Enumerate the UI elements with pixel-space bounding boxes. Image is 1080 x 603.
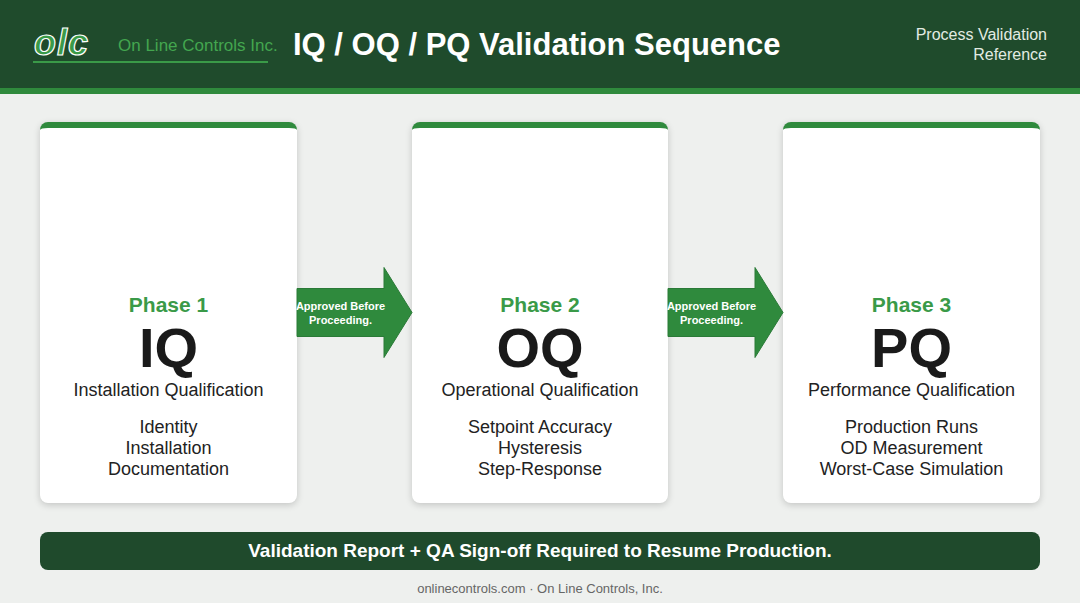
approval-arrow	[297, 268, 412, 358]
logo-mark: olc	[34, 24, 89, 62]
check-item: Identity	[40, 416, 297, 438]
summary-band: Validation Report + QA Sign-off Required…	[40, 532, 1040, 570]
check-item: Documentation	[40, 458, 297, 480]
diagram-title: IQ / OQ / PQ Validation Sequence	[293, 25, 781, 65]
check-item: Step-Response	[412, 458, 668, 480]
phase-card: Phase 1IQInstallation QualificationIdent…	[40, 122, 297, 503]
check-item: OD Measurement	[783, 437, 1040, 459]
approval-arrow	[668, 268, 783, 358]
summary-text: Validation Report + QA Sign-off Required…	[248, 540, 832, 562]
arrow-label: Approved Before Proceeding.	[664, 299, 760, 327]
check-item: Worst-Case Simulation	[783, 458, 1040, 480]
phase-label: Phase 1	[40, 292, 297, 318]
phase-code: IQ	[40, 317, 297, 379]
phase-code: PQ	[783, 317, 1040, 379]
header-note: Process Validation Reference	[887, 25, 1047, 65]
phase-name: Installation Qualification	[40, 379, 297, 401]
phase-name: Operational Qualification	[412, 379, 668, 401]
footer-note: onlinecontrols.com · On Line Controls, I…	[0, 581, 1080, 597]
phase-label: Phase 2	[412, 292, 668, 318]
check-item: Hysteresis	[412, 437, 668, 459]
header-stripe	[0, 88, 1080, 94]
phase-code: OQ	[412, 317, 668, 379]
company-name: On Line Controls Inc.	[118, 36, 278, 56]
check-item: Installation	[40, 437, 297, 459]
arrow-label: Approved Before Proceeding.	[293, 299, 389, 327]
check-item: Production Runs	[783, 416, 1040, 438]
header-band	[0, 0, 1080, 88]
phase-card: Phase 3PQPerformance QualificationProduc…	[783, 122, 1040, 503]
phase-name: Performance Qualification	[783, 379, 1040, 401]
phase-card: Phase 2OQOperational QualificationSetpoi…	[412, 122, 668, 503]
phase-label: Phase 3	[783, 292, 1040, 318]
check-item: Setpoint Accuracy	[412, 416, 668, 438]
